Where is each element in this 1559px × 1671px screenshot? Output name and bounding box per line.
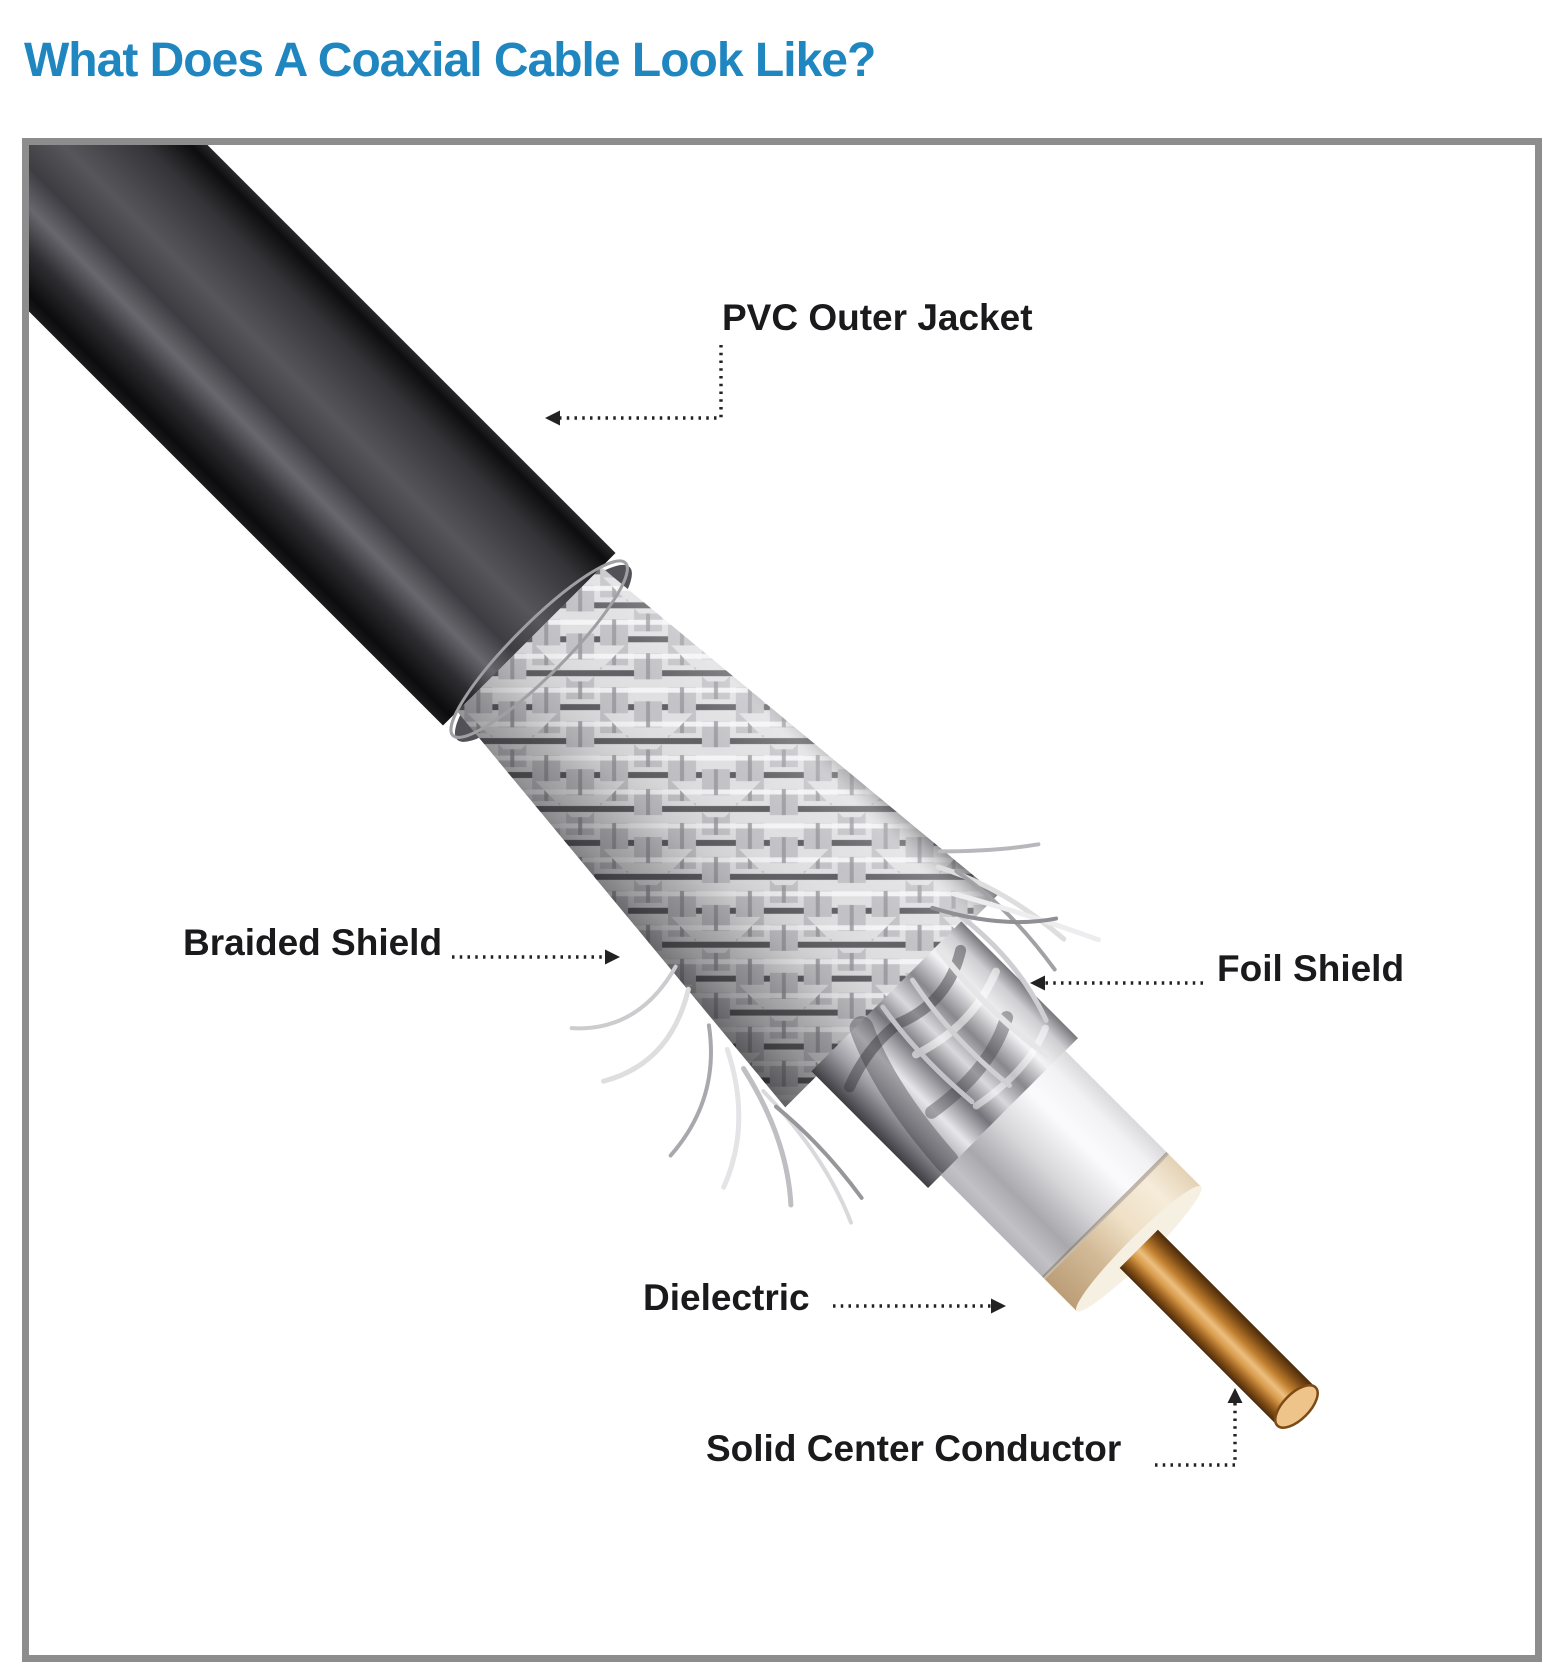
center-conductor-segment (1119, 1229, 1319, 1429)
label-pvc-outer-jacket: PVC Outer Jacket (722, 297, 1033, 338)
label-foil-shield: Foil Shield (1217, 948, 1405, 989)
leader-pvc-outer-jacket (557, 345, 723, 420)
dielectric-segment (940, 1050, 1202, 1312)
braided-shield-segment (457, 567, 998, 1108)
dielectric-cream-ring (1044, 1154, 1202, 1312)
label-solid-center-conductor: Solid Center Conductor (706, 1428, 1122, 1469)
label-braided-shield: Braided Shield (183, 922, 443, 963)
coax-cable-figure-frame (22, 138, 1542, 1662)
page-title: What Does A Coaxial Cable Look Like? (24, 34, 876, 88)
leader-solid-center-conductor (1155, 1403, 1237, 1467)
braid-frayed-strands (569, 842, 1101, 1225)
foil-shield-segment (811, 921, 1078, 1188)
cable-body (29, 145, 1319, 1429)
label-dielectric: Dielectric (643, 1277, 810, 1318)
coax-cable-illustration (29, 145, 1319, 1467)
leader-arrowheads (545, 410, 1243, 1403)
